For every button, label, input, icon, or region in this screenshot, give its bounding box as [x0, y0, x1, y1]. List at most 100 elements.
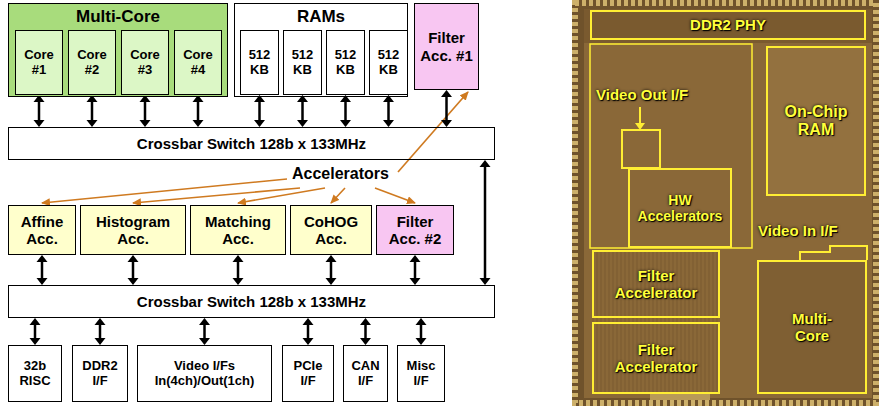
- leader-head: [635, 123, 645, 130]
- arrow-head: [416, 318, 427, 325]
- arrow-head: [128, 255, 139, 262]
- arrow-head: [326, 278, 337, 285]
- arrow-shaft: [237, 261, 240, 279]
- die-region: Multi-Core: [757, 260, 867, 394]
- interface-box: Misc I/F: [397, 345, 445, 402]
- interface-box: Video I/Fs In(4ch)/Out(1ch): [137, 345, 272, 402]
- arrow-head: [480, 160, 491, 167]
- bus-arrow: [233, 255, 244, 285]
- arrow-head: [30, 318, 41, 325]
- block-label: 32b RISC: [12, 359, 58, 389]
- arrow-head: [95, 338, 106, 345]
- bus-arrow: [441, 90, 452, 127]
- arrow-head: [37, 255, 48, 262]
- arrow-shaft: [132, 261, 135, 279]
- arrow-head: [441, 90, 452, 97]
- ram-area: [766, 46, 866, 196]
- bus-arrow: [383, 95, 394, 127]
- pointer-line: [331, 188, 345, 203]
- block-label: Matching Acc.: [194, 213, 282, 248]
- filter-area: [592, 250, 720, 394]
- arrow-head: [303, 318, 314, 325]
- core-box: Core #1: [15, 30, 63, 95]
- pad-ring: [575, 3, 876, 403]
- block-label: Core #1: [19, 48, 59, 78]
- core-box: Core #2: [68, 30, 116, 95]
- accelerator-box: Filter Acc. #1: [414, 3, 479, 90]
- arrow-head: [416, 338, 427, 345]
- die-ground: [572, 0, 879, 406]
- arrow-shaft: [344, 101, 347, 121]
- bus-arrow: [30, 318, 41, 345]
- block-label: 512 KB: [330, 48, 361, 78]
- bus-arrow: [128, 255, 139, 285]
- arrow-shaft: [330, 261, 333, 279]
- arrow-shaft: [41, 261, 44, 279]
- die-region: Filter Accelerator: [592, 250, 720, 318]
- bus-arrow: [410, 255, 421, 285]
- arrow-shaft: [484, 166, 487, 279]
- block-label: DDR2 PHY: [690, 16, 766, 33]
- bus-arrow: [326, 255, 337, 285]
- die-region: Filter Accelerator: [592, 322, 720, 394]
- block-label: Core #2: [72, 48, 112, 78]
- arrow-head: [410, 255, 421, 262]
- arrow-head: [199, 338, 210, 345]
- arrow-shaft: [144, 101, 147, 121]
- block-label: 512 KB: [244, 48, 275, 78]
- interface-box: 32b RISC: [8, 345, 62, 402]
- block-label: Filter Acc. #2: [380, 213, 450, 248]
- die-region: HW Accelerators: [628, 168, 732, 248]
- arrow-shaft: [258, 101, 261, 121]
- bus-arrow: [340, 95, 351, 127]
- bus-arrow: [199, 318, 210, 345]
- accelerator-box: Matching Acc.: [190, 205, 286, 255]
- arrow-head: [303, 338, 314, 345]
- die-region: On-Chip RAM: [766, 46, 866, 196]
- bus-arrow: [95, 318, 106, 345]
- block-label: CAN I/F: [347, 359, 384, 389]
- arrow-head: [37, 278, 48, 285]
- block-label: DDR2 I/F: [76, 359, 124, 389]
- arrow-head: [233, 255, 244, 262]
- group-label: Accelerators: [292, 165, 389, 183]
- core-box: Core #3: [121, 30, 169, 95]
- pad-strip: [650, 394, 710, 400]
- block-label: Crossbar Switch 128b x 133MHz: [137, 293, 366, 310]
- arrow-head: [233, 278, 244, 285]
- arrow-head: [140, 120, 151, 127]
- arrow-head: [254, 120, 265, 127]
- bus-arrow: [193, 95, 204, 127]
- interface-box: DDR2 I/F: [72, 345, 128, 402]
- block-label: Filter Accelerator: [597, 267, 715, 302]
- block-label: Crossbar Switch 128b x 133MHz: [137, 135, 366, 152]
- interface-box: CAN I/F: [343, 345, 388, 402]
- bus-arrow: [34, 95, 45, 127]
- accelerator-box: Filter Acc. #2: [376, 205, 454, 255]
- video-in-outline: [800, 246, 867, 260]
- ram-box: 512 KB: [369, 30, 408, 95]
- block-label: RAMs: [235, 7, 407, 27]
- die-region: DDR2 PHY: [590, 10, 866, 40]
- group-box: Multi-CoreCore #1Core #2Core #3Core #4: [8, 3, 228, 97]
- arrow-head: [383, 120, 394, 127]
- arrow-head: [441, 120, 452, 127]
- arrow-head: [360, 338, 371, 345]
- arrow-head: [30, 338, 41, 345]
- bus-arrow: [87, 95, 98, 127]
- bus-arrow: [303, 318, 314, 345]
- ram-box: 512 KB: [283, 30, 322, 95]
- bus-arrow: [480, 160, 491, 285]
- arrow-shaft: [301, 101, 304, 121]
- block-label: HW Accelerators: [633, 192, 727, 224]
- arrow-head: [34, 120, 45, 127]
- block-label: 512 KB: [287, 48, 318, 78]
- arrow-head: [128, 278, 139, 285]
- region-label: Video In I/F: [758, 222, 838, 239]
- arrow-shaft: [387, 101, 390, 121]
- accelerator-box: CoHOG Acc.: [290, 205, 372, 255]
- group-box: RAMs 512 KB 512 KB 512 KB 512 KB: [234, 3, 408, 97]
- arrow-shaft: [414, 261, 417, 279]
- bus-box: Crossbar Switch 128b x 133MHz: [8, 127, 495, 160]
